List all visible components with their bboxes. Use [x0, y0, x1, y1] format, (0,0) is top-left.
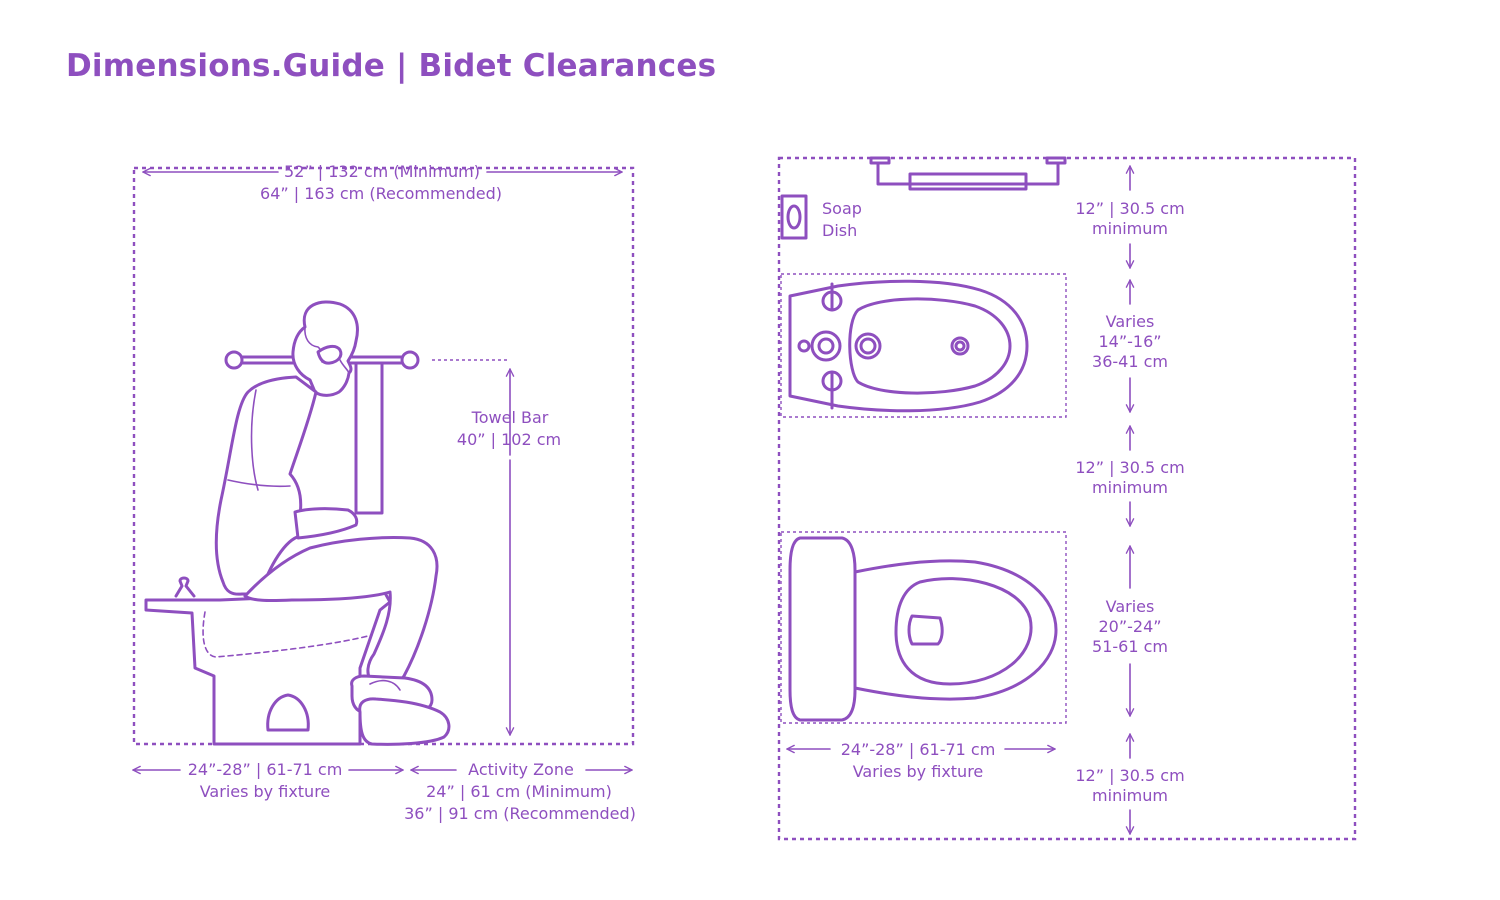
plan-towel-bar	[869, 156, 1067, 191]
fixture-note-label: Varies by fixture	[199, 782, 331, 801]
fixture-depth-label: 24”-28” | 61-71 cm	[187, 760, 343, 779]
toilet-varies-label: Varies	[1105, 597, 1155, 616]
clear-bot-label: 12” | 30.5 cm	[1075, 766, 1185, 785]
clear-bot-minimum-label: minimum	[1092, 786, 1168, 805]
side-view	[132, 166, 635, 775]
bidet-varies-label: Varies	[1105, 312, 1155, 331]
clear-top-label: 12” | 30.5 cm	[1075, 199, 1185, 218]
activity-zone-min-label: 24” | 61 cm (Minimum)	[426, 782, 612, 801]
soap-dish	[780, 194, 808, 240]
activity-zone-rec-label: 36” | 91 cm (Recommended)	[404, 804, 636, 823]
plan-clearance-box	[777, 156, 1357, 841]
side-clearance-box	[132, 166, 635, 746]
toilet-footprint	[780, 531, 1067, 724]
toilet-plan	[788, 536, 1058, 722]
bidet-cm-label: 36-41 cm	[1092, 352, 1168, 371]
page-title: Dimensions.Guide | Bidet Clearances	[66, 48, 717, 84]
clear-mid-label: 12” | 30.5 cm	[1075, 458, 1185, 477]
bidet-footprint	[780, 273, 1067, 418]
width-rec-label: 64” | 163 cm (Recommended)	[260, 184, 502, 203]
towel-bar-height-label: 40” | 102 cm	[456, 430, 562, 449]
clear-mid-minimum-label: minimum	[1092, 478, 1168, 497]
plan-fixture-note-label: Varies by fixture	[852, 762, 984, 781]
plan-view	[777, 156, 1357, 841]
plan-fixture-depth-label: 24”-28” | 61-71 cm	[840, 740, 996, 759]
toilet-cm-label: 51-61 cm	[1092, 637, 1168, 656]
towel-bar-label: Towel Bar	[471, 408, 549, 427]
seated-person	[214, 300, 451, 746]
bidet-inches-label: 14”-16”	[1098, 332, 1162, 351]
toilet-inches-label: 20”-24”	[1098, 617, 1162, 636]
width-min-label: 52” | 132 cm (Minimum)	[284, 162, 480, 181]
soap-dish-label-line1: Soap	[822, 199, 862, 218]
soap-dish-label-line2: Dish	[822, 221, 858, 240]
activity-zone-label: Activity Zone	[468, 760, 574, 779]
clear-top-minimum-label: minimum	[1092, 219, 1168, 238]
bidet-side-view	[144, 576, 392, 746]
bidet-plan	[788, 279, 1029, 413]
